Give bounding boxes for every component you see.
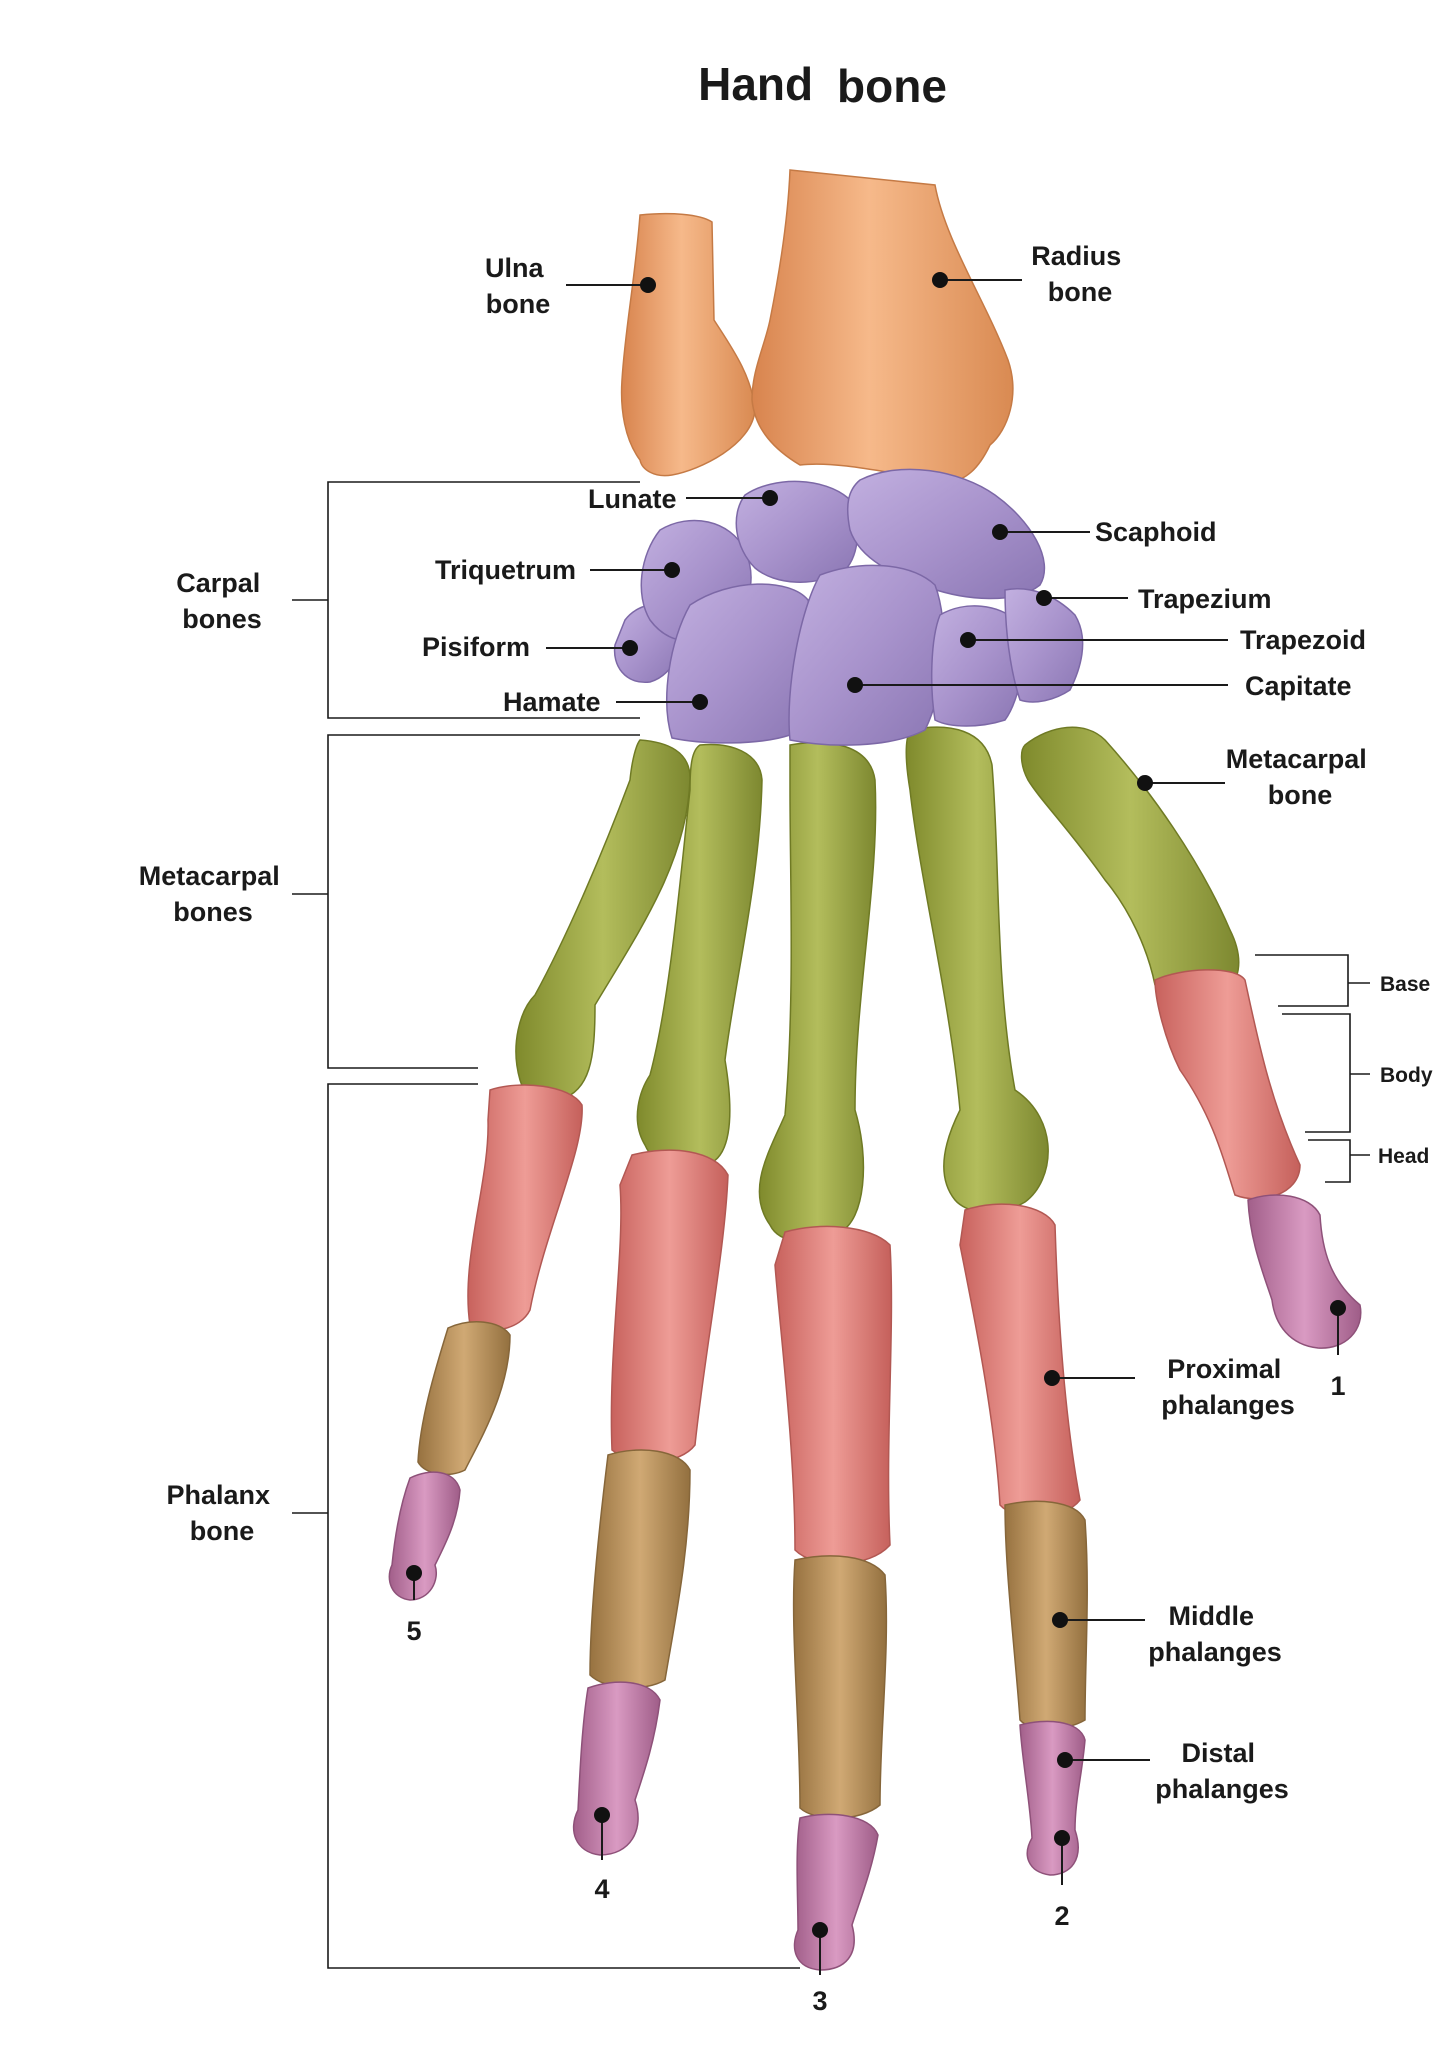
metacarpal-3-shape <box>758 741 877 1242</box>
radius-label: Radius bone <box>1031 241 1129 307</box>
trapezium-shape <box>1004 588 1084 703</box>
group-brackets <box>292 481 800 1969</box>
middle-5-shape <box>417 1321 511 1476</box>
metacarpal-bones <box>515 726 1240 1242</box>
body-bracket <box>1282 1013 1351 1133</box>
group-labels: Carpal bones Metacarpal bones Phalanx bo… <box>139 568 288 1546</box>
distal-2-shape <box>1019 1720 1086 1876</box>
body-label: Body <box>1380 1064 1433 1087</box>
digit-5-dot <box>406 1565 422 1581</box>
carpal-bones-label: Carpal bones <box>176 568 268 634</box>
middle-4-shape <box>589 1449 691 1689</box>
distal-phalanges-label: Distal phalanges <box>1155 1738 1289 1804</box>
lunate-shape <box>735 480 859 583</box>
base-label: Base <box>1380 973 1430 996</box>
bone-labels: Ulna bone Radius bone Lunate Scaphoid Tr… <box>422 241 1433 1804</box>
proximal-phalanges <box>467 969 1301 1565</box>
lunate-dot <box>762 490 778 506</box>
distal-4-shape <box>572 1681 661 1856</box>
digit-4-dot <box>594 1807 610 1823</box>
digit-5-number: 5 <box>406 1616 421 1646</box>
metacarpal-bones-label: Metacarpal bones <box>139 861 288 927</box>
ulna-label: Ulna bone <box>485 253 551 319</box>
middle-2-shape <box>1004 1500 1088 1730</box>
hamate-label: Hamate <box>503 687 601 717</box>
lunate-label: Lunate <box>588 484 677 514</box>
radius-dot <box>932 272 948 288</box>
hamate-dot <box>692 694 708 710</box>
digit-numbers: 1 2 3 4 5 <box>406 1371 1345 2016</box>
head-label: Head <box>1378 1145 1429 1168</box>
scaphoid-dot <box>992 524 1008 540</box>
forearm-bones <box>620 169 1014 483</box>
capitate-dot <box>847 677 863 693</box>
digit-3-number: 3 <box>812 1986 827 2016</box>
pisiform-dot <box>622 640 638 656</box>
proximal-1-shape <box>1154 969 1301 1200</box>
digit-4-number: 4 <box>594 1874 609 1904</box>
middle-3-shape <box>792 1555 888 1819</box>
trapezoid-dot <box>960 632 976 648</box>
triquetrum-dot <box>664 562 680 578</box>
digit-2-dot <box>1054 1830 1070 1846</box>
digit-1-number: 1 <box>1330 1371 1345 1401</box>
capitate-label: Capitate <box>1245 671 1352 701</box>
proximal-phalanges-label: Proximal phalanges <box>1161 1354 1295 1420</box>
proximal-4-shape <box>610 1149 729 1463</box>
pointer-dots <box>406 272 1346 1938</box>
triquetrum-label: Triquetrum <box>435 555 576 585</box>
distal-3-shape <box>793 1813 879 1971</box>
metacarpal-bone-dot <box>1137 775 1153 791</box>
capitate-shape <box>788 564 945 746</box>
leader-lines <box>413 279 1339 1975</box>
proximal-5-shape <box>467 1084 583 1331</box>
ulna-dot <box>640 277 656 293</box>
carpal-bracket <box>327 481 640 719</box>
segment-brackets <box>1255 954 1370 1183</box>
proximal-2-shape <box>959 1203 1081 1518</box>
trapezium-dot <box>1036 590 1052 606</box>
ulna-shape <box>620 212 756 477</box>
distal-dot <box>1057 1752 1073 1768</box>
middle-phalanges-label: Middle phalanges <box>1148 1601 1282 1667</box>
radius-shape <box>751 169 1014 483</box>
trapezoid-label: Trapezoid <box>1240 625 1366 655</box>
trapezium-label: Trapezium <box>1138 584 1272 614</box>
digit-1-dot <box>1330 1300 1346 1316</box>
carpal-bones <box>613 468 1084 746</box>
pisiform-label: Pisiform <box>422 632 530 662</box>
digit-2-number: 2 <box>1054 1901 1069 1931</box>
middle-dot <box>1052 1612 1068 1628</box>
phalanx-bracket <box>327 1083 800 1969</box>
distal-1-shape <box>1247 1194 1362 1349</box>
digit-3-dot <box>812 1922 828 1938</box>
trapezoid-shape <box>931 605 1024 727</box>
phalanx-bone-label: Phalanx bone <box>166 1480 277 1546</box>
metacarpal-2-shape <box>905 726 1049 1214</box>
middle-phalanges <box>417 1321 1088 1819</box>
proximal-3-shape <box>774 1225 893 1565</box>
proximal-dot <box>1044 1370 1060 1386</box>
scaphoid-label: Scaphoid <box>1095 517 1217 547</box>
metacarpal-bone-label: Metacarpal bone <box>1226 744 1375 810</box>
diagram-title: Hand bone <box>698 58 947 112</box>
metacarpal-1-shape <box>1020 726 1240 1001</box>
base-bracket <box>1255 954 1349 1007</box>
distal-5-shape <box>388 1471 461 1601</box>
head-bracket <box>1308 1139 1351 1183</box>
metacarpal-bracket <box>327 734 640 1069</box>
